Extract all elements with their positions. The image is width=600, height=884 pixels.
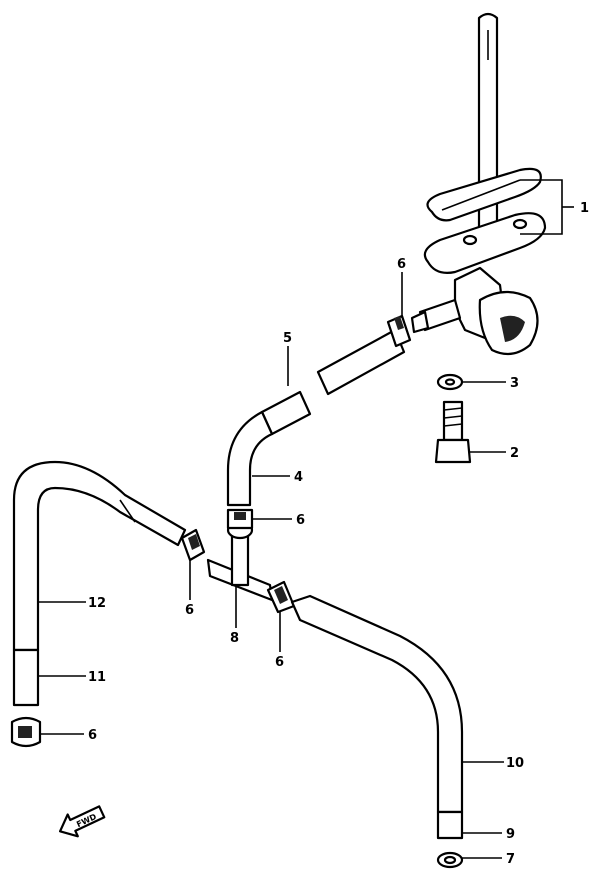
callout-5: 5 [283, 331, 292, 346]
fuel-cock-assembly [410, 12, 547, 356]
fuel-hose-upper [226, 328, 406, 507]
washer [436, 373, 464, 391]
callout-1: 1 [580, 201, 589, 216]
forward-arrow-icon: FWD [58, 805, 106, 838]
callout-6-fuel-cock: 6 [397, 257, 406, 272]
callout-2: 2 [510, 446, 519, 461]
callout-labels: 1 2 3 4 5 6 6 6 6 6 7 8 9 10 11 12 [88, 201, 589, 867]
hose-clamp [386, 314, 412, 348]
callout-8: 8 [230, 631, 239, 646]
callout-3: 3 [510, 376, 519, 391]
callout-6-left-end: 6 [88, 728, 97, 743]
leader-lines [38, 179, 574, 859]
hose-clip [436, 851, 464, 869]
callout-11: 11 [88, 670, 106, 685]
hose-clamp [266, 580, 296, 614]
fuel-hose-left [12, 460, 187, 707]
hose-clamp [180, 528, 206, 562]
callout-6-t-right: 6 [275, 655, 284, 670]
hose-clamp [10, 716, 42, 748]
callout-7: 7 [506, 852, 515, 867]
callout-10: 10 [506, 756, 524, 771]
bolt [434, 400, 472, 464]
callout-4: 4 [294, 470, 303, 485]
hose-clamp [226, 508, 254, 530]
callout-6-t-top: 6 [296, 513, 305, 528]
fuel-hose-right [290, 594, 464, 840]
callout-6-t-left: 6 [185, 603, 194, 618]
callout-9: 9 [506, 827, 515, 842]
callout-12: 12 [88, 596, 106, 611]
t-joint [206, 520, 274, 602]
